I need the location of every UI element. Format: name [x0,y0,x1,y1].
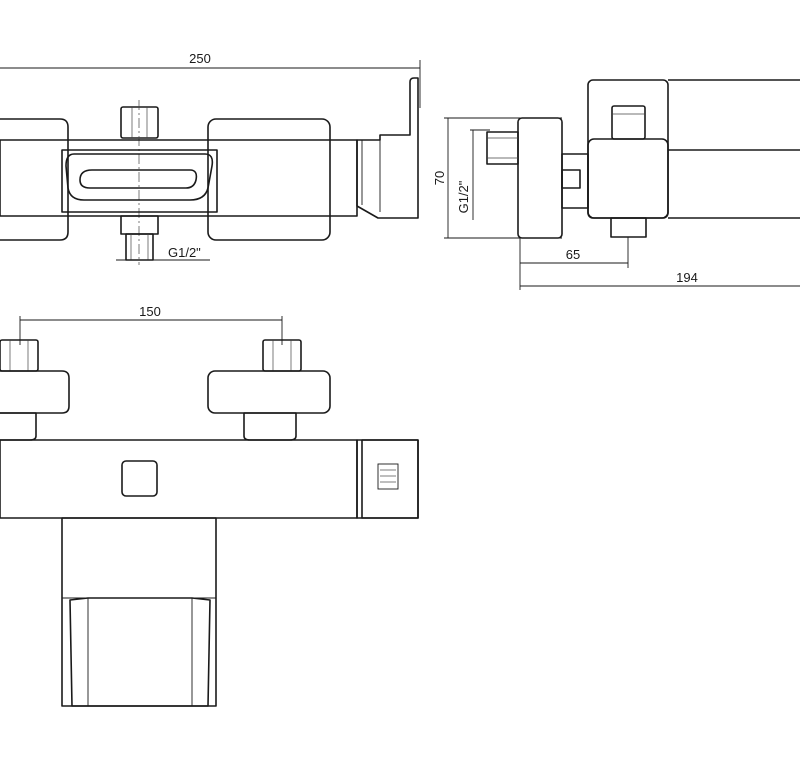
dimension-65-label: 65 [566,247,580,262]
front-thread-label: G1/2" [168,245,201,260]
dimension-offset: 65 [519,238,628,290]
side-top-nut [611,105,646,140]
top-inlet-nut [120,106,159,139]
top-spout [61,517,217,707]
side-thread-label: G1/2" [456,180,471,213]
side-bottom-nut [610,217,647,238]
dimension-overall-width: 250 [0,51,421,108]
top-body [0,439,358,519]
dimension-150-label: 150 [139,304,161,319]
dimension-side-thread: G1/2" [456,129,490,220]
dimension-depth: 194 [520,270,800,287]
spout-recess [61,149,218,213]
spout-outlet [65,153,214,201]
dimension-height: 70 [432,117,562,239]
left-inlet-fitting [0,339,39,372]
top-view: 150 [0,304,419,707]
dimension-250-label: 250 [189,51,211,66]
front-view: 250 G1/2" [0,51,421,265]
side-view: 70 G1/2" 65 [432,79,800,290]
wall-bracket [356,77,419,219]
top-button [121,460,158,497]
side-inlet-stub [486,131,519,165]
bottom-connector [120,215,159,235]
left-handle [0,118,69,241]
top-right-handle [207,370,331,414]
dimension-70-label: 70 [432,171,447,185]
mixer-body [0,139,358,217]
side-head [587,138,669,219]
side-spout [668,79,800,219]
brand-logo [377,463,399,490]
dimension-194-label: 194 [676,270,698,285]
side-body [587,79,669,219]
end-cap [356,439,419,519]
top-left-handle [0,370,70,414]
wall-plate [517,117,563,239]
dimension-inlet-spacing: 150 [19,304,283,345]
right-handle [207,118,331,241]
